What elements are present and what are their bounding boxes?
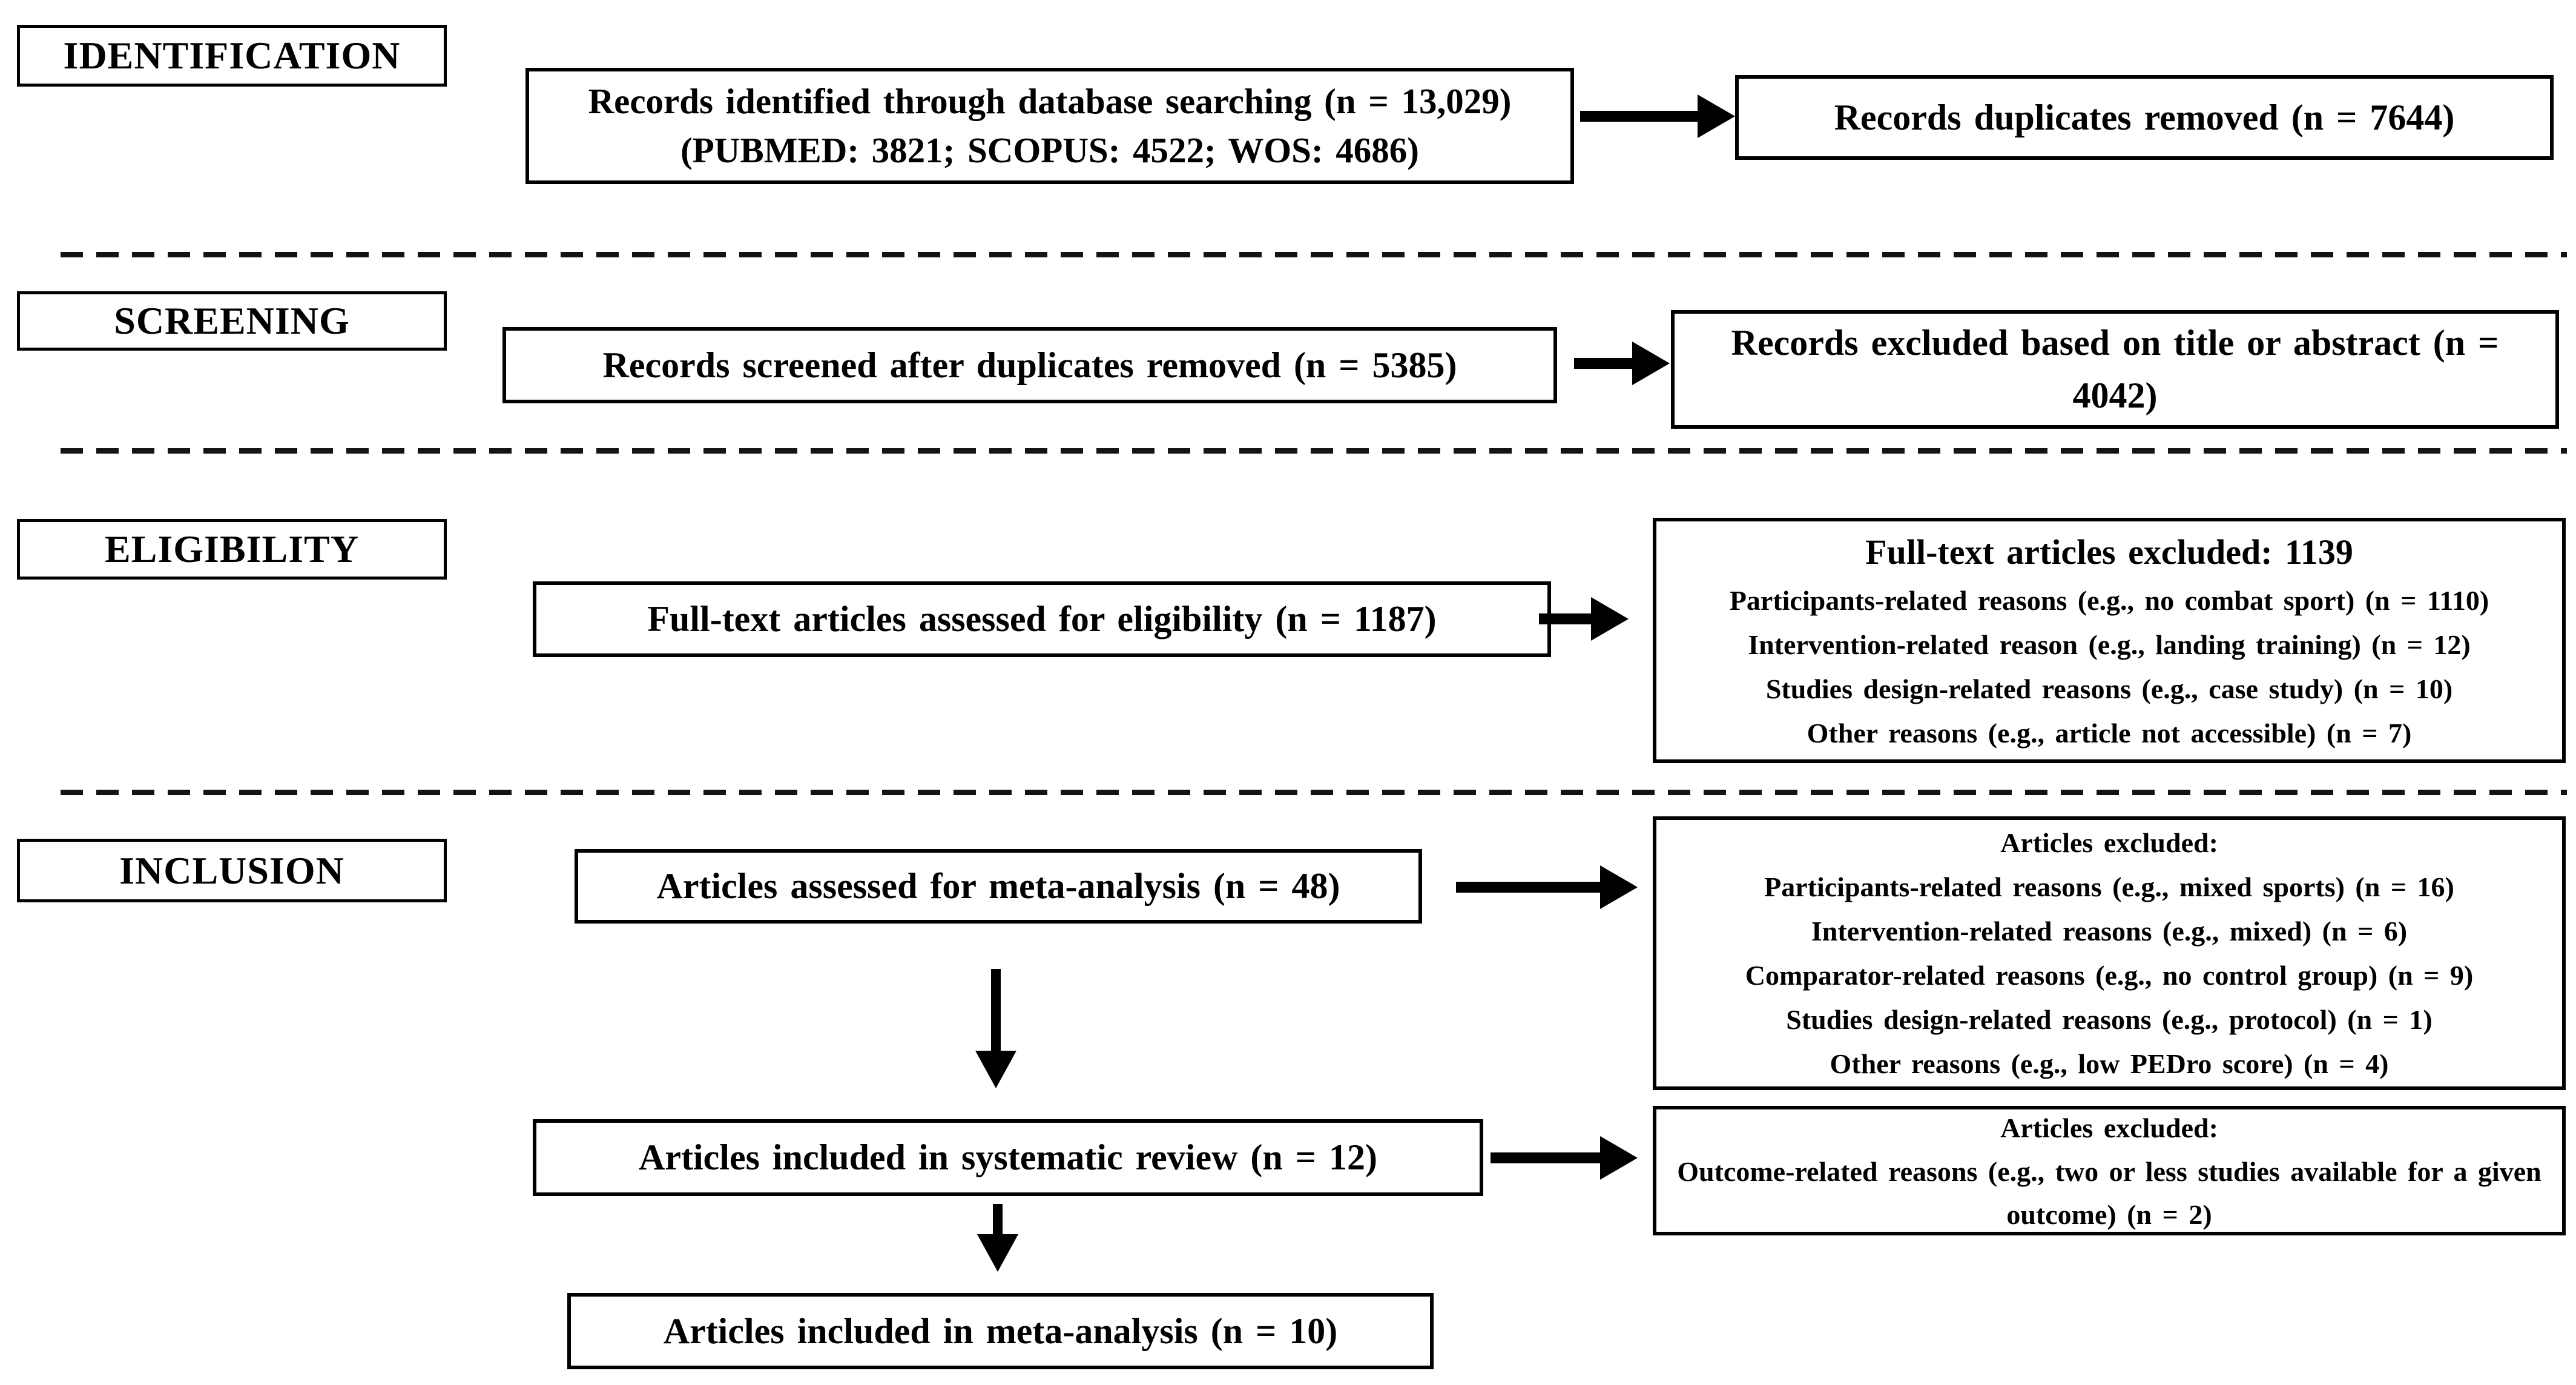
excluded-reason: Other reasons (e.g., article not accessi… <box>1807 717 2412 749</box>
excluded-reason: Intervention-related reason (e.g., landi… <box>1748 629 2471 660</box>
box-meta-excluded: Articles excluded: Participants-related … <box>1653 816 2566 1090</box>
right-arrow-icon <box>1574 340 1670 386</box>
box-meta-assessed: Articles assessed for meta-analysis (n =… <box>575 849 1422 924</box>
arrow-shaft <box>1491 1152 1604 1163</box>
right-arrow-icon <box>1456 864 1638 910</box>
arrow-head <box>1600 1136 1638 1180</box>
excluded-reason: Outcome-related reasons (e.g., two or le… <box>1677 1155 2541 1230</box>
excluded-box-title: Full-text articles excluded: 1139 <box>1865 532 2353 572</box>
box-meta-included: Articles included in meta-analysis (n = … <box>567 1293 1434 1369</box>
arrow-shaft <box>1456 882 1604 893</box>
right-arrow-icon <box>1539 596 1629 642</box>
arrow-head <box>1591 597 1629 641</box>
box-records-screened: Records screened after duplicates remove… <box>502 327 1557 403</box>
excluded-reason: Intervention-related reasons (e.g., mixe… <box>1811 916 2408 947</box>
arrow-head <box>975 1051 1016 1088</box>
stage-label-inclusion: INCLUSION <box>17 839 447 902</box>
down-arrow-icon <box>975 969 1016 1088</box>
excluded-box-title: Articles excluded: <box>2000 1112 2218 1143</box>
excluded-reason: Studies design-related reasons (e.g., ca… <box>1765 673 2453 704</box>
excluded-box-title: Articles excluded: <box>2000 827 2218 858</box>
arrow-shaft <box>1574 358 1636 369</box>
arrow-shaft <box>1580 111 1701 122</box>
arrow-shaft <box>1539 613 1595 624</box>
arrow-head <box>1698 94 1735 138</box>
box-systematic-included: Articles included in systematic review (… <box>533 1119 1483 1196</box>
right-arrow-icon <box>1491 1135 1638 1181</box>
arrow-head <box>1600 865 1638 909</box>
dashed-divider <box>61 252 2567 257</box>
box-outcome-excluded: Articles excluded: Outcome-related reaso… <box>1653 1106 2566 1235</box>
arrow-shaft <box>993 1204 1003 1234</box>
stage-label-screening: SCREENING <box>17 291 447 351</box>
excluded-reason: Comparator-related reasons (e.g., no con… <box>1745 960 2474 991</box>
stage-label-identification: IDENTIFICATION <box>17 25 447 87</box>
box-fulltext-excluded: Full-text articles excluded: 1139 Partic… <box>1653 518 2566 763</box>
excluded-reason: Participants-related reasons (e.g., no c… <box>1729 584 2489 616</box>
box-fulltext-assessed: Full-text articles assessed for eligibil… <box>533 581 1551 657</box>
down-arrow-icon <box>977 1204 1018 1272</box>
dashed-divider <box>61 790 2567 795</box>
stage-label-eligibility: ELIGIBILITY <box>17 519 447 580</box>
arrow-head <box>977 1234 1018 1272</box>
right-arrow-icon <box>1580 93 1735 139</box>
excluded-reason: Other reasons (e.g., low PEDro score) (n… <box>1830 1048 2389 1079</box>
excluded-reason: Participants-related reasons (e.g., mixe… <box>1764 871 2454 902</box>
arrow-head <box>1632 342 1670 385</box>
box-duplicates-removed: Records duplicates removed (n = 7644) <box>1735 75 2554 160</box>
box-records-identified: Records identified through database sear… <box>525 68 1574 184</box>
box-title-abstract-excluded: Records excluded based on title or abstr… <box>1671 310 2559 429</box>
dashed-divider <box>61 448 2567 454</box>
excluded-reason: Studies design-related reasons (e.g., pr… <box>1786 1004 2433 1035</box>
arrow-shaft <box>991 969 1001 1051</box>
